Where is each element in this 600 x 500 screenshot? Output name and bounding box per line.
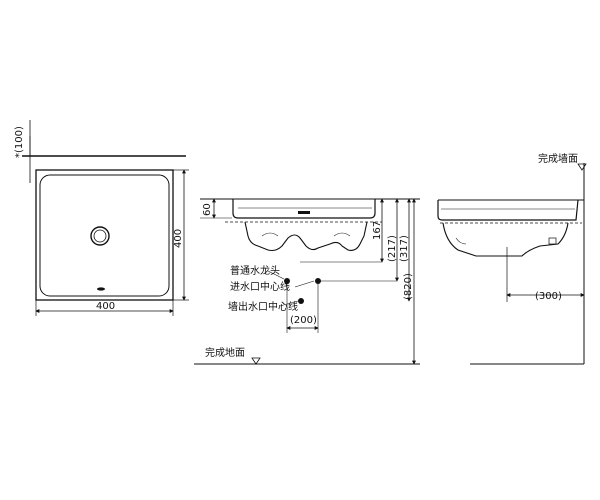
dim-top-offset: *(100) [14,126,25,158]
floor-marker-icon [251,357,261,365]
dim-200: (200) [290,315,317,326]
side-basin-bowl [442,222,569,257]
dim-317: (317) [399,235,410,262]
dim-300: (300) [535,291,562,302]
basin-inner [39,174,170,297]
side-view: 完成墙面 (300) [437,152,587,365]
basin-outer [35,169,174,301]
dim-820: (820) [403,273,414,300]
side-basin-rim [437,199,579,221]
wall-marker-icon [577,163,587,171]
wall-outlet-point [298,298,304,304]
label-wall-outlet: 墙出水口中心线 [228,300,298,313]
plan-view: *(100) 400 400 [14,120,189,316]
front-basin-rim [232,199,376,219]
label-floor: 完成地面 [205,346,245,359]
label-faucet: 普通水龙头 [230,264,280,277]
drain-icon [90,226,110,246]
front-logo-mark [298,211,310,214]
dim-167: 167 [372,221,383,240]
dim-depth: 400 [173,229,184,248]
front-basin-bowl [244,221,368,252]
label-inlet: 进水口中心线 [230,280,290,293]
dim-rim-height: 60 [202,203,213,216]
dim-width: 400 [96,301,115,312]
inlet-point [315,278,321,284]
logo-mark [97,287,105,291]
faucet-point [284,278,290,284]
front-view: 60 167 (217) (317) (820) 普通水龙头 进水口中心线 墙出… [194,198,420,365]
label-wall: 完成墙面 [538,152,578,165]
dim-217: (217) [387,235,398,262]
